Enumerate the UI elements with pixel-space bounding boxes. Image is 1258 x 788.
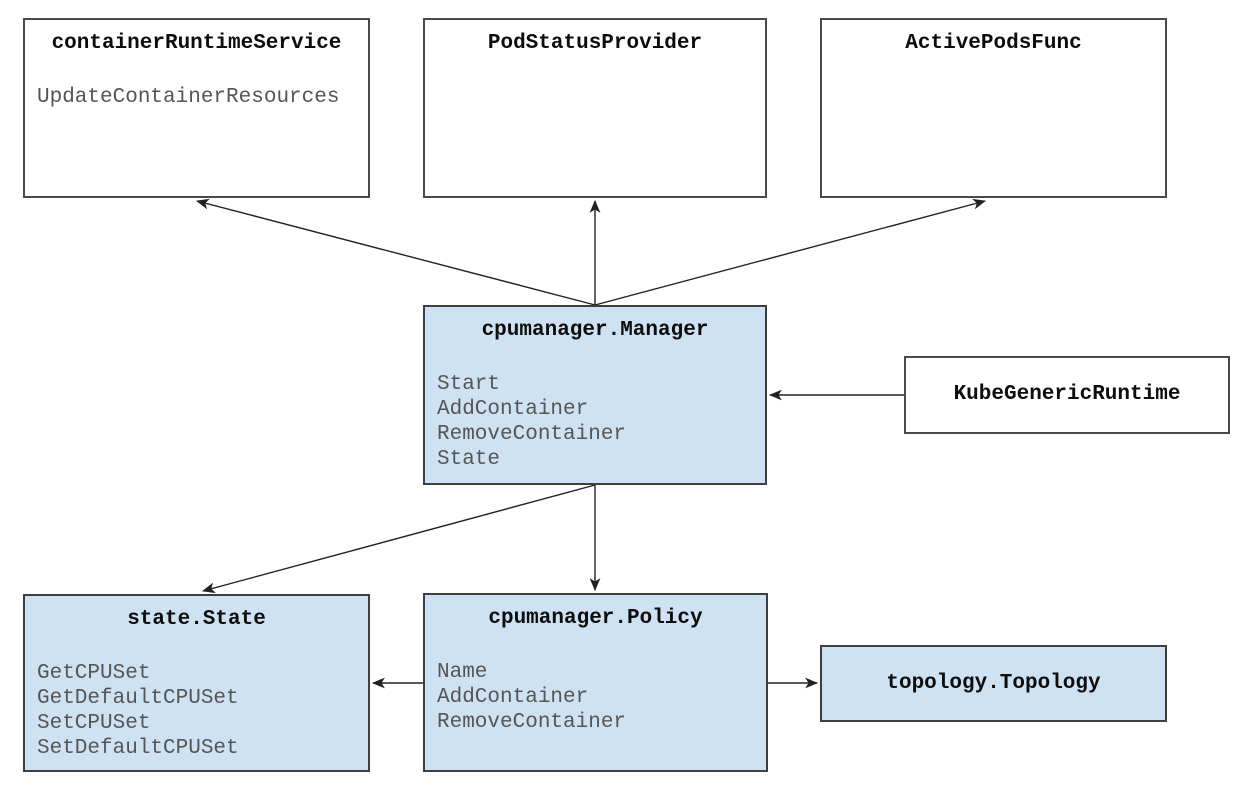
node-title: KubeGenericRuntime (953, 383, 1181, 406)
node-method: Name (437, 661, 488, 684)
arrow-manager-to-state-state (201, 484, 596, 594)
node-title: cpumanager.Manager (481, 319, 709, 342)
node-title: cpumanager.Policy (488, 607, 703, 630)
node-methods: UpdateContainerResources (37, 85, 356, 110)
node-method: SetDefaultCPUSet (37, 737, 239, 760)
node-pod-status-provider: PodStatusProvider (423, 18, 767, 198)
node-method: UpdateContainerResources (37, 86, 340, 109)
node-topology-topology: topology.Topology (820, 645, 1167, 722)
node-methods: Start AddContainer RemoveContainer State (437, 372, 753, 472)
node-title: topology.Topology (886, 671, 1101, 695)
node-container-runtime-service: containerRuntimeService UpdateContainerR… (23, 18, 370, 198)
node-title: PodStatusProvider (487, 32, 703, 55)
node-method: GetDefaultCPUSet (37, 687, 239, 710)
node-method: RemoveContainer (437, 711, 627, 734)
node-cpumanager-policy: cpumanager.Policy Name AddContainer Remo… (423, 593, 768, 772)
node-title: ActivePodsFunc (905, 32, 1082, 55)
node-method: AddContainer (437, 398, 589, 421)
arrow-manager-to-active-pods-func (594, 198, 987, 306)
node-method: RemoveContainer (437, 423, 627, 446)
node-method: SetCPUSet (37, 712, 151, 735)
node-cpumanager-manager: cpumanager.Manager Start AddContainer Re… (423, 305, 767, 485)
arrow-manager-to-container-runtime-service (195, 198, 596, 306)
node-method: Start (437, 373, 501, 396)
node-methods: Name AddContainer RemoveContainer (437, 660, 754, 735)
node-active-pods-func: ActivePodsFunc (820, 18, 1167, 198)
node-kube-generic-runtime: KubeGenericRuntime (904, 356, 1230, 434)
node-title: state.State (127, 608, 266, 631)
node-method: AddContainer (437, 686, 589, 709)
node-method: GetCPUSet (37, 662, 151, 685)
node-state-state: state.State GetCPUSet GetDefaultCPUSet S… (23, 594, 370, 772)
node-title: containerRuntimeService (51, 32, 342, 55)
node-method: State (437, 448, 501, 471)
node-methods: GetCPUSet GetDefaultCPUSet SetCPUSet Set… (37, 661, 356, 761)
